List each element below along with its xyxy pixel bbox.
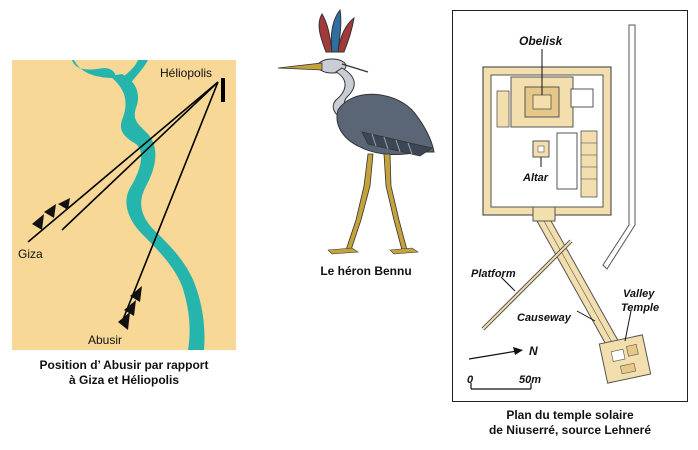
heron-caption: Le héron Bennu [320,264,412,278]
map-caption-line1: Position d’ Abusir par rapport [39,358,209,372]
nile-river [110,74,205,350]
valley-temple-room [626,343,639,357]
label-platform: Platform [471,268,516,280]
magazine-block [556,132,578,190]
temple-plan: Obelisk Altar Platform Causeway Valley T… [452,10,688,402]
sightline-heliopolis-giza [27,81,219,243]
heron-foot-right [389,247,419,255]
heron-crest-plume [337,16,355,53]
pyramid-icon [130,286,142,302]
plan-caption-line2: de Niuserré, source Lehneré [488,423,652,437]
valley-temple-pointer [624,310,632,342]
heron-feather-line [371,133,377,147]
causeway-centerline [543,220,620,356]
temple-gate [532,206,556,222]
temple-plan-drawing: Obelisk Altar Platform Causeway Valley T… [467,24,659,390]
plan-caption: Plan du temple solaire de Niuserré, sour… [452,408,688,438]
north-arrow-head-icon [513,347,523,355]
platform-pointer [500,276,516,292]
map-background [12,60,236,350]
pyramid-icon [124,300,136,316]
plan-caption-line1: Plan du temple solaire [506,408,634,422]
heron-head-feather [341,63,369,73]
causeway [536,220,626,358]
heron-leg-left [345,153,374,251]
label-north: N [529,344,538,358]
label-altar: Altar [522,172,549,184]
heron-foot-left [327,247,359,255]
heron-figure [272,6,442,258]
valley-temple-room [610,348,626,362]
nile-branch-west [72,60,116,78]
storerooms [580,130,598,198]
valley-temple-room [620,362,637,375]
heron-beak [277,62,323,71]
heron-feather-line [407,142,413,155]
map-caption-line2: à Giza et Héliopolis [68,373,180,387]
causeway-pointer [576,310,596,322]
label-abusir: Abusir [88,333,122,347]
heron-body [336,93,435,155]
bennu-heron-drawing [277,8,435,255]
sightline-heliopolis-abusir [121,81,219,323]
side-chamber [496,90,510,128]
pyramid-icon [118,312,130,330]
label-valley-temple-line1: Valley [623,288,655,300]
map-caption: Position d’ Abusir par rapport à Giza et… [12,358,236,388]
pyramid-icon [58,198,70,210]
platform-inner [482,240,572,330]
altar-center [537,145,545,153]
map-drawing: Héliopolis Giza Abusir [12,60,236,350]
sightline-heliopolis-giza-2 [61,81,219,231]
pyramid-icon [32,214,44,230]
label-causeway: Causeway [517,312,572,324]
label-giza: Giza [18,247,43,261]
location-map: Héliopolis Giza Abusir [12,60,236,350]
heron-crest [318,13,333,53]
north-arrow [468,350,518,360]
obelisk-top [532,94,552,110]
label-obelisk: Obelisk [519,34,564,48]
heron-feather-line [395,139,401,153]
label-scale-end: 50m [519,374,541,386]
outer-wall [602,24,636,270]
pyramid-icon [44,204,56,218]
heron-leg-right [383,153,408,251]
side-chamber [570,88,594,108]
label-scale-start: 0 [467,374,474,386]
label-valley-temple-line2: Temple [621,302,659,314]
heron-feather-line [383,136,389,150]
label-heliopolis: Héliopolis [160,66,212,80]
heliopolis-obelisk-marker [221,78,225,102]
